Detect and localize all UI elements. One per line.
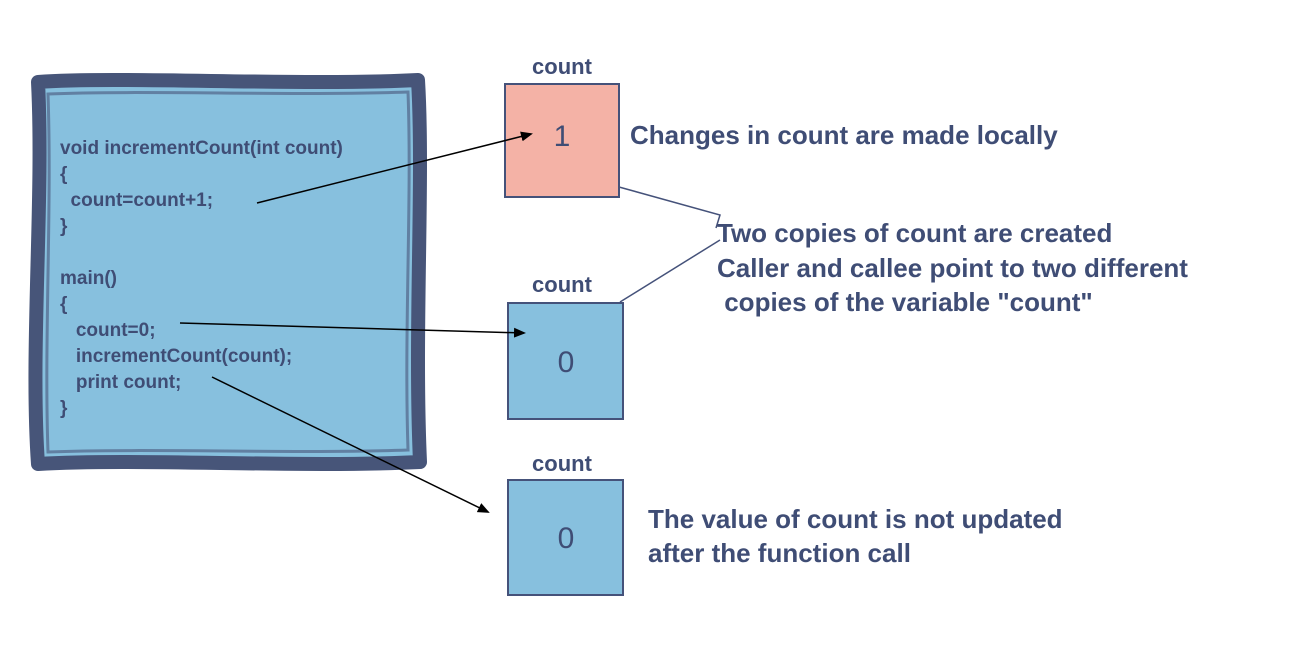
variable-label: count: [532, 272, 593, 297]
variable-value: 0: [558, 346, 575, 379]
annotation-local-changes: Changes in count are made locally: [630, 120, 1058, 150]
code-block-inner-edge: [45, 90, 411, 454]
variable-label: count: [532, 451, 593, 476]
annotation-two-copies: Two copies of count are created: [717, 218, 1112, 248]
code-block-background: [28, 73, 427, 471]
variable-label: count: [532, 54, 593, 79]
code-line: print count;: [60, 372, 181, 393]
annotation-not-updated: after the function call: [648, 538, 911, 568]
arrow-assign-to-caller: [179, 322, 526, 338]
code-line: {: [60, 294, 67, 315]
variable-caller: count 0: [507, 272, 624, 420]
annotation-two-copies: Caller and callee point to two different: [717, 253, 1188, 283]
arrow-increment-to-local: [256, 131, 533, 204]
variable-value: 1: [554, 120, 571, 153]
variable-box: [507, 302, 624, 420]
variable-box: [507, 479, 624, 596]
connector-local-to-note: [618, 186, 721, 229]
code-line: {: [60, 164, 67, 185]
variable-local: count 1: [504, 54, 620, 198]
arrow-print-to-after-call: [211, 376, 490, 513]
code-line: }: [60, 216, 68, 237]
code-line: count=0;: [60, 320, 156, 341]
annotation-two-copies: copies of the variable "count": [717, 287, 1093, 317]
code-line: incrementCount(count);: [60, 346, 292, 367]
code-line: count=count+1;: [60, 190, 213, 211]
code-block: void incrementCount(int count) { count=c…: [28, 73, 427, 471]
code-line: }: [60, 398, 68, 419]
variable-after-call: count 0: [507, 451, 624, 596]
code-line: void incrementCount(int count): [60, 138, 343, 159]
connector-caller-to-note: [619, 239, 721, 303]
code-line: main(): [60, 268, 117, 289]
annotation-not-updated: The value of count is not updated: [648, 504, 1063, 534]
variable-value: 0: [558, 522, 575, 555]
